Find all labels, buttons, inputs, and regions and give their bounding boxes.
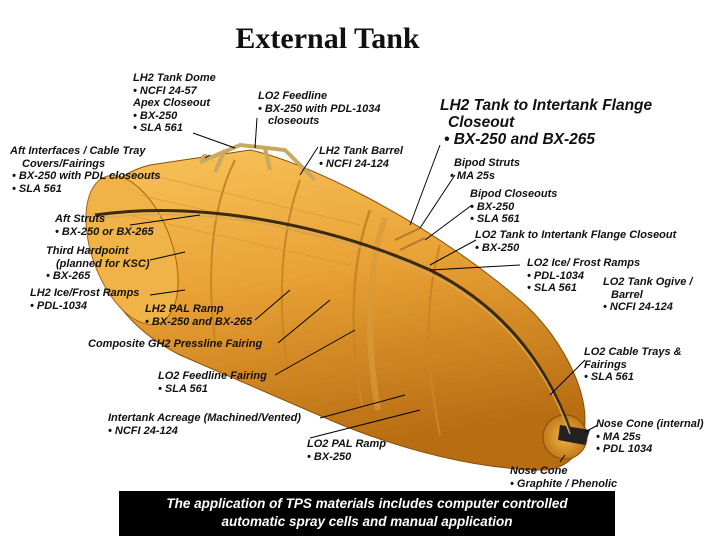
label-aft-struts: Aft Struts • BX-250 or BX-265 [55, 213, 154, 238]
label-nose-cone: Nose Cone • Graphite / Phenolic [510, 465, 618, 490]
nose-cone-tip [558, 425, 590, 445]
label-lh2-tank-barrel: LH2 Tank Barrel • NCFI 24-124 [319, 145, 403, 170]
lo2-feedline [94, 209, 572, 435]
leader-lines [129, 117, 599, 463]
label-lo2-ice-frost-ramps: LO2 Ice/ Frost Ramps • PDL-1034 • SLA 56… [527, 257, 641, 294]
label-bipod-struts: Bipod Struts • MA 25s [450, 157, 520, 182]
aft-struts [199, 142, 317, 182]
label-lo2-cable-trays: LO2 Cable Trays & Fairings • SLA 561 [584, 346, 682, 383]
label-lo2-intertank-flange: LO2 Tank to Intertank Flange Closeout • … [475, 229, 677, 254]
tps-application-banner: The application of TPS materials include… [119, 491, 615, 536]
label-lh2-pal-ramp: LH2 PAL Ramp • BX-250 and BX-265 [145, 303, 253, 328]
label-lh2-ice-frost-ramps: LH2 Ice/Frost Ramps • PDL-1034 [30, 287, 140, 312]
label-lo2-pal-ramp: LO2 PAL Ramp • BX-250 [307, 438, 387, 463]
label-bipod-closeouts: Bipod Closeouts • BX-250 • SLA 561 [470, 188, 558, 225]
label-gh2-pressline-fairing: Composite GH2 Pressline Fairing [88, 338, 263, 350]
bipod-struts [394, 227, 426, 251]
diagram-title: External Tank [235, 22, 420, 55]
label-lh2-intertank-flange: LH2 Tank to Intertank Flange Closeout • … [440, 97, 653, 148]
intertank [366, 217, 388, 411]
label-lo2-feedline-fairing: LO2 Feedline Fairing • SLA 561 [158, 370, 267, 395]
label-intertank-acreage: Intertank Acreage (Machined/Vented) • NC… [108, 412, 301, 437]
label-lo2-feedline: LO2 Feedline • BX-250 with PDL-1034 clos… [258, 90, 381, 127]
label-aft-interfaces: Aft Interfaces / Cable Tray Covers/Fairi… [10, 145, 161, 195]
label-third-hardpoint: Third Hardpoint (planned for KSC) • BX-2… [46, 245, 150, 282]
label-lh2-tank-dome: LH2 Tank Dome • NCFI 24-57 Apex Closeout… [133, 72, 216, 134]
label-nose-cone-internal: Nose Cone (internal) • MA 25s • PDL 1034 [596, 418, 704, 455]
label-lo2-tank-ogive: LO2 Tank Ogive / Barrel • NCFI 24-124 [603, 276, 693, 313]
